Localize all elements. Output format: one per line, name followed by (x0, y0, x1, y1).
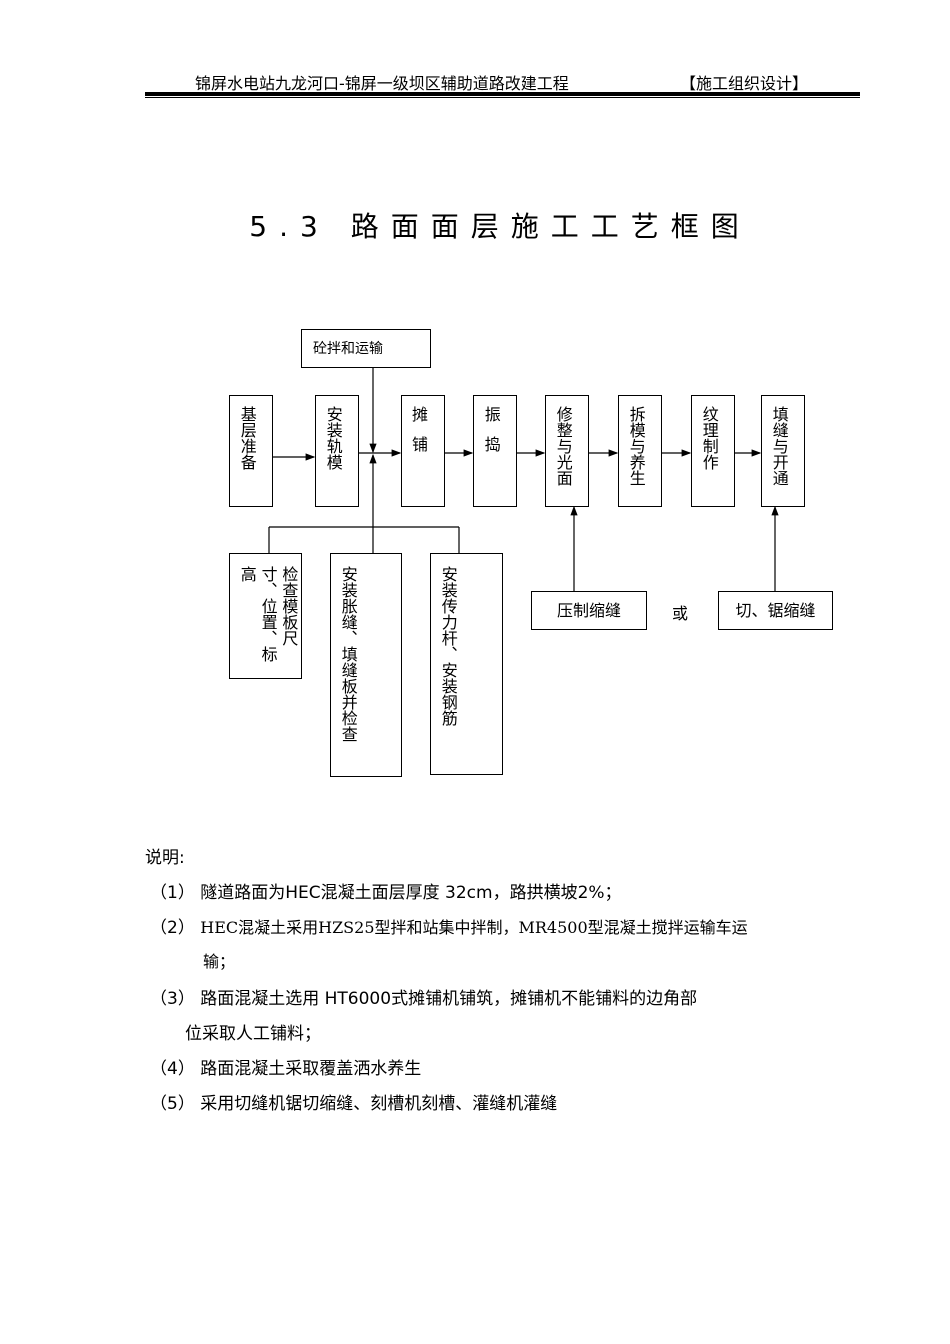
note-text: HEC混凝土采用HZS25型拌和站集中拌制，MR4500型混凝土搅拌运输车运 (200, 918, 748, 937)
note-num: （1） (150, 883, 195, 903)
note-text: 路面混凝土选用 HT6000式摊铺机铺筑，摊铺机不能铺料的边角部 (200, 989, 698, 1009)
flow-step-vibrating: 振捣 (473, 395, 517, 507)
page-title: 5.3 路面面层施工工艺框图 (249, 210, 751, 243)
note-3-cont: 位采取人工铺料； (185, 1024, 321, 1044)
joint-label: 压制缩缝 (556, 601, 621, 620)
flow-step-label: 纹理制作 (699, 406, 719, 470)
flow-step-label: 拆模与养生 (626, 406, 646, 486)
check-label: 安装传力杆、安装钢筋 (438, 566, 458, 726)
joint-label: 切、锯缩缝 (735, 601, 816, 620)
flow-step-label: 振捣 (481, 406, 501, 466)
header-rule-thin (145, 97, 860, 98)
note-num: （4） (150, 1059, 195, 1079)
flow-step-label: 填缝与开通 (769, 406, 789, 486)
flow-box-label: 砼拌和运输 (313, 341, 383, 357)
note-num: （5） (150, 1094, 195, 1114)
header-rule (145, 92, 860, 96)
note-text: 路面混凝土采取覆盖洒水养生 (200, 1059, 422, 1079)
joint-box-pressed: 压制缩缝 (531, 591, 647, 630)
check-label: 检查模板尺寸、位置、标高 (237, 566, 299, 662)
flow-box-mixing-transport: 砼拌和运输 (301, 329, 431, 368)
check-box-dowels-rebar: 安装传力杆、安装钢筋 (430, 553, 503, 775)
note-text: 采用切缝机锯切缩缝、刻槽机刻槽、灌缝机灌缝 (200, 1094, 558, 1114)
or-label: 或 (672, 604, 689, 623)
flow-step-label: 安装轨模 (323, 406, 343, 470)
flow-step-label: 基层准备 (237, 406, 257, 470)
joint-box-sawn: 切、锯缩缝 (718, 591, 833, 630)
flow-step-spreading: 摊铺 (401, 395, 445, 507)
note-num: （2） (150, 918, 195, 938)
note-3: （3） 路面混凝土选用 HT6000式摊铺机铺筑，摊铺机不能铺料的边角部 (150, 984, 697, 1009)
flow-step-label: 修整与光面 (553, 406, 573, 486)
check-box-forms: 检查模板尺寸、位置、标高 (229, 553, 302, 679)
note-2-cont: 输； (203, 952, 236, 971)
flow-step-label: 摊铺 (409, 406, 428, 466)
header-section: 【施工组织设计】 (680, 74, 809, 93)
check-label: 安装胀缝、填缝板并检查 (338, 566, 358, 742)
check-box-expansion-joints: 安装胀缝、填缝板并检查 (330, 553, 402, 777)
note-num: （3） (150, 989, 195, 1009)
note-4: （4） 路面混凝土采取覆盖洒水养生 (150, 1054, 421, 1079)
flow-step-form-removal-curing: 拆模与养生 (618, 395, 662, 507)
flow-step-base-prep: 基层准备 (229, 395, 273, 507)
flow-step-joint-fill-open: 填缝与开通 (761, 395, 805, 507)
notes-heading: 说明: (145, 848, 185, 868)
flow-step-finishing: 修整与光面 (545, 395, 589, 507)
flow-step-texturing: 纹理制作 (691, 395, 735, 507)
header-project: 锦屏水电站九龙河口-锦屏一级坝区辅助道路改建工程 (195, 74, 569, 93)
note-text: 隧道路面为HEC混凝土面层厚度 32cm，路拱横坡2%； (200, 883, 622, 903)
note-1: （1） 隧道路面为HEC混凝土面层厚度 32cm，路拱横坡2%； (150, 878, 622, 903)
note-5: （5） 采用切缝机锯切缩缝、刻槽机刻槽、灌缝机灌缝 (150, 1089, 557, 1114)
flow-step-install-rail-forms: 安装轨模 (315, 395, 359, 507)
note-2: （2） HEC混凝土采用HZS25型拌和站集中拌制，MR4500型混凝土搅拌运输… (150, 913, 748, 938)
